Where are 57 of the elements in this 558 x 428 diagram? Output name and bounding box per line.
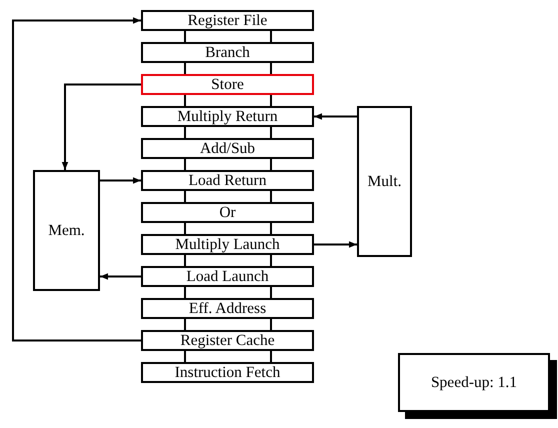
arrow [100, 273, 141, 280]
connector-line [184, 351, 186, 362]
stage-box [141, 266, 314, 287]
box-label: Multiply Launch [175, 236, 280, 252]
stage-box [141, 138, 314, 159]
box-label: Mem. [48, 222, 85, 238]
arrow [100, 177, 141, 184]
box-label: Or [219, 204, 236, 220]
multiplier-unit-box [357, 106, 412, 257]
stage-box [141, 106, 314, 127]
stage-box [141, 170, 314, 191]
box-label: Multiply Return [177, 108, 278, 124]
connector-line [184, 159, 186, 170]
connector-line [184, 319, 186, 330]
connector-line [270, 319, 272, 330]
box-label: Mult. [367, 174, 402, 190]
box-label: Add/Sub [200, 140, 256, 156]
memory-unit-box [33, 170, 100, 291]
connector-line [270, 287, 272, 298]
arrow [62, 84, 141, 170]
stage-box [141, 362, 314, 383]
connector-line [270, 351, 272, 362]
arrow [12, 17, 141, 342]
box-label: Store [211, 76, 244, 92]
connector-line [270, 63, 272, 74]
connector-line [270, 159, 272, 170]
connector-line [270, 31, 272, 42]
box-label: Load Launch [186, 268, 269, 284]
connector-line [184, 223, 186, 234]
stage-box [141, 234, 314, 255]
connector-line [184, 95, 186, 106]
box-label: Register File [188, 12, 268, 28]
box-label: Instruction Fetch [174, 364, 280, 380]
connector-line [270, 127, 272, 138]
box-label: Load Return [188, 172, 266, 188]
box-label: Eff. Address [188, 300, 266, 316]
connector-line [184, 127, 186, 138]
connector-line [270, 191, 272, 202]
stage-box [141, 10, 314, 31]
connector-line [184, 287, 186, 298]
arrow [314, 241, 357, 248]
connector-line [184, 31, 186, 42]
box-label: Register Cache [180, 332, 275, 348]
connector-line [270, 95, 272, 106]
stage-box [141, 330, 314, 351]
connector-line [270, 255, 272, 266]
stage-box [141, 298, 314, 319]
connector-line [184, 63, 186, 74]
stage-box [141, 74, 314, 95]
connector-line [270, 223, 272, 234]
box-label: Branch [205, 44, 250, 60]
connector-line [184, 255, 186, 266]
arrow [314, 113, 357, 120]
stage-box [141, 42, 314, 63]
box-label: Speed-up: 1.1 [430, 374, 518, 390]
connector-line [184, 191, 186, 202]
stage-box [141, 202, 314, 223]
